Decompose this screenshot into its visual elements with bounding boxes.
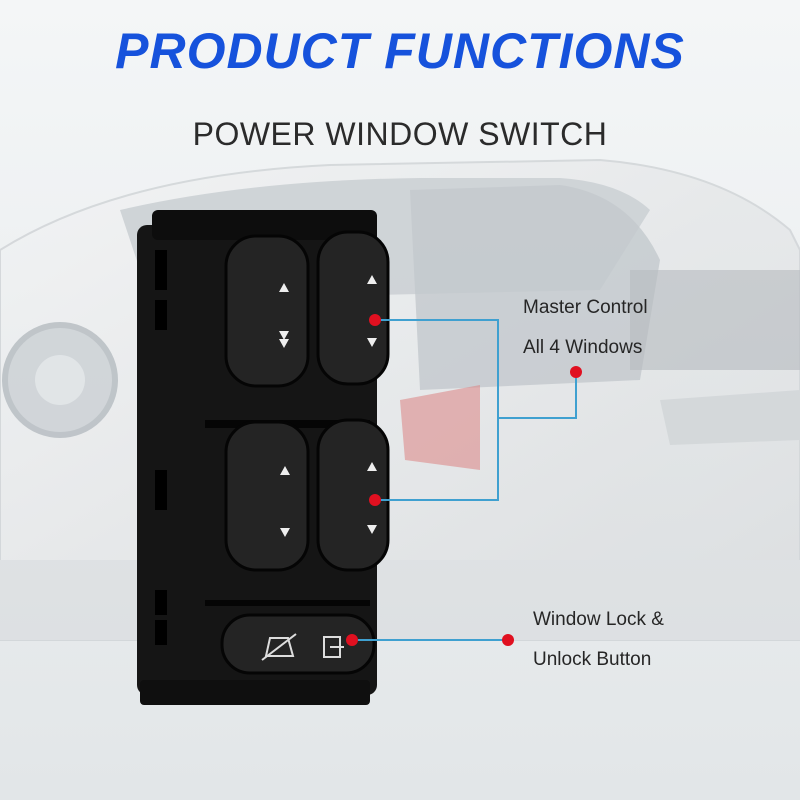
callout-master-line1: Master Control: [523, 297, 648, 318]
callout-lock-line2: Unlock Button: [533, 649, 652, 670]
callout-master-line2: All 4 Windows: [523, 337, 643, 358]
car-silhouette: [0, 158, 800, 641]
callout-lock-line1: Window Lock &: [533, 609, 664, 630]
page-title: PRODUCT FUNCTIONS: [115, 23, 685, 79]
page-subtitle: POWER WINDOW SWITCH: [192, 116, 608, 152]
callout-window-lock: Window Lock & Unlock Button: [533, 600, 713, 680]
car-taillight: [400, 385, 480, 470]
callout-master-control: Master Control All 4 Windows: [523, 288, 693, 368]
